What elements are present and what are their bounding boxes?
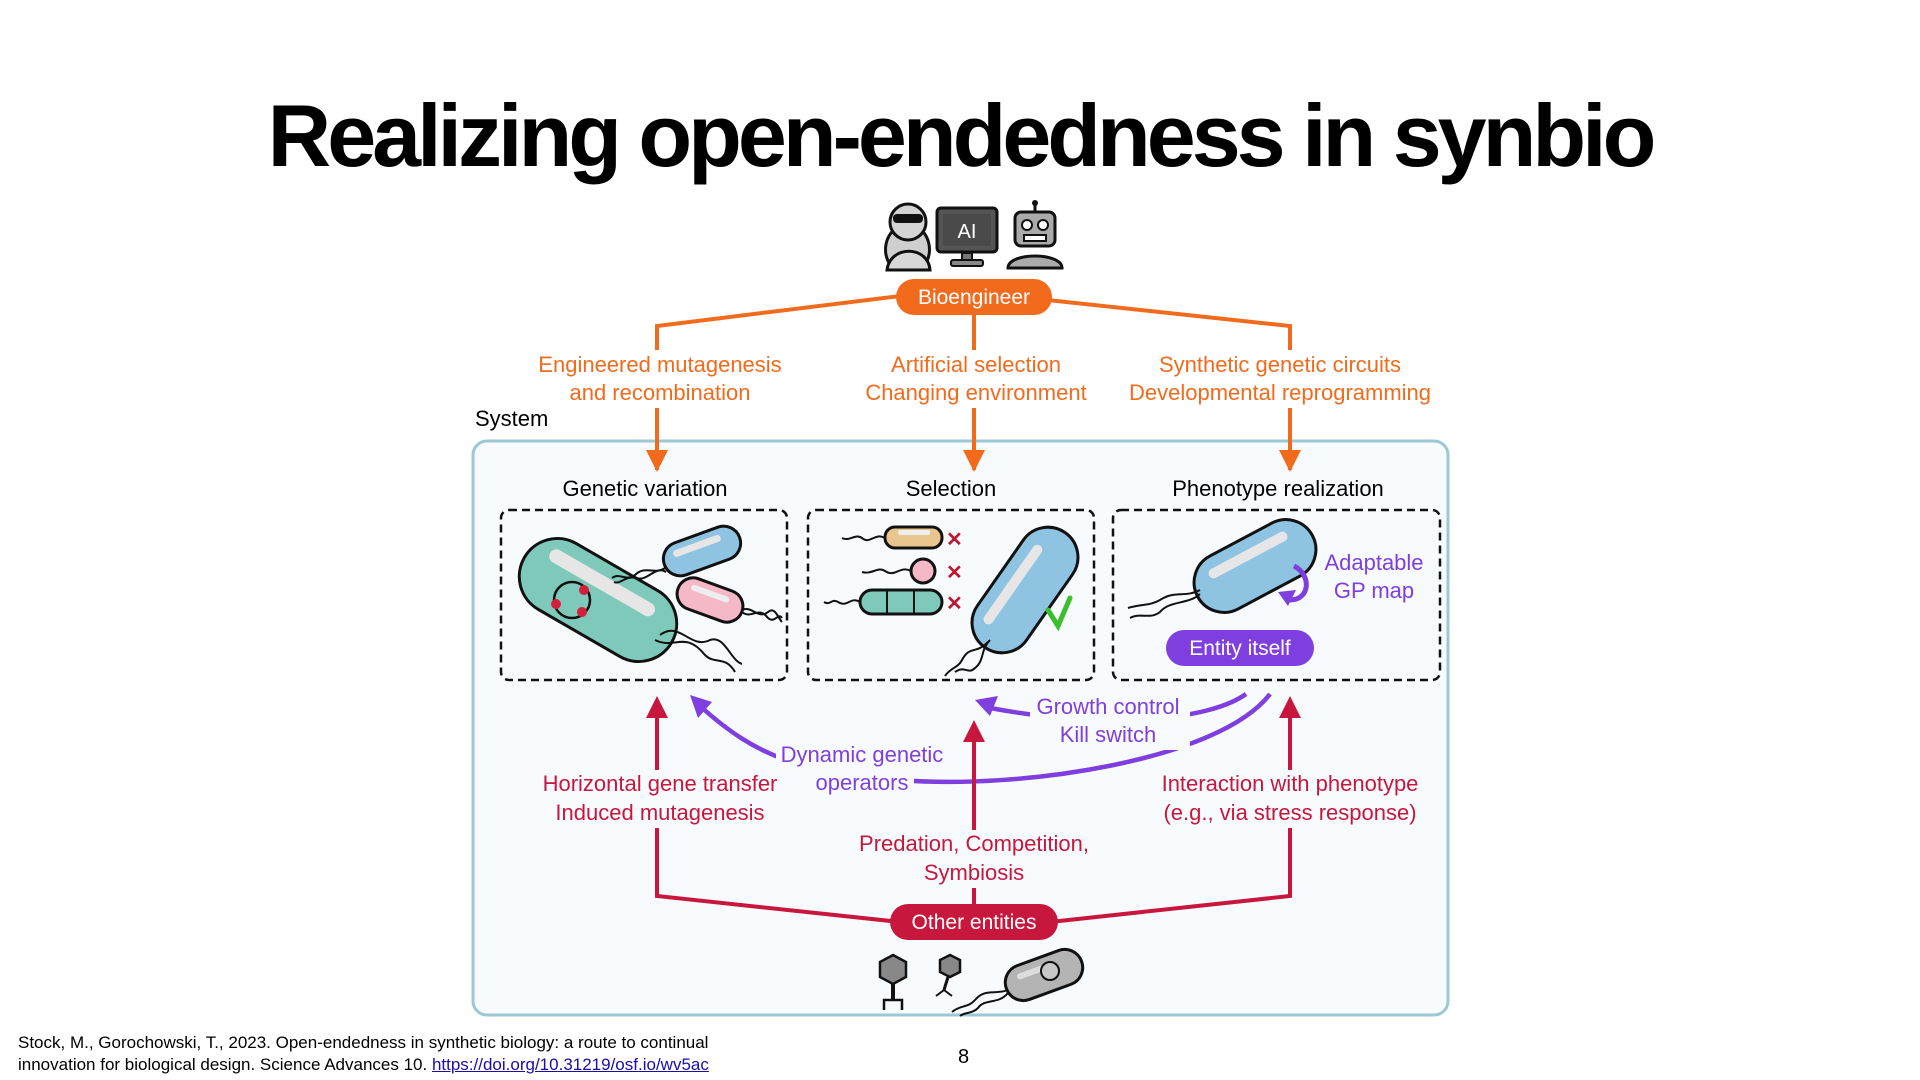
arrow-up-selection: [963, 720, 985, 742]
stage-label-genetic-variation: Genetic variation: [562, 476, 727, 501]
other-influence-2: Predation, Competition, Symbiosis: [859, 831, 1089, 885]
arrow-to-phenotype: [1279, 450, 1301, 472]
svg-text:Symbiosis: Symbiosis: [924, 860, 1024, 885]
doi-link[interactable]: https://doi.org/10.31219/osf.io/wv5ac: [431, 1055, 709, 1074]
other-entities-label: Other entities: [912, 911, 1037, 934]
svg-text:and recombination: and recombination: [569, 380, 750, 405]
ai-monitor-label: AI: [958, 221, 977, 243]
entity-itself-label: Entity itself: [1189, 637, 1291, 660]
svg-text:Synthetic genetic circuits: Synthetic genetic circuits: [1159, 352, 1401, 377]
person-goggles-icon: [884, 202, 932, 272]
svg-text:Predation, Competition,: Predation, Competition,: [859, 831, 1089, 856]
citation-line-2: innovation for biological design. Scienc…: [18, 1054, 709, 1076]
engineer-action-1: Engineered mutagenesis and recombination: [538, 352, 781, 405]
engineer-action-2: Artificial selection Changing environmen…: [865, 352, 1086, 405]
svg-text:Artificial selection: Artificial selection: [891, 352, 1061, 377]
bacterium-tan-rejected-icon: ✕: [841, 525, 963, 551]
svg-text:operators: operators: [816, 770, 909, 795]
robot-icon: [1006, 200, 1064, 270]
orange-arrowheads: [646, 450, 1301, 472]
phenotype-box: [1111, 508, 1442, 682]
svg-text:Developmental reprogramming: Developmental reprogramming: [1129, 380, 1431, 405]
selection-box: [806, 508, 1096, 682]
svg-text:Dynamic genetic: Dynamic genetic: [781, 742, 944, 767]
reject-x-icon: ✕: [946, 562, 963, 584]
citation-line-2-text: innovation for biological design. Scienc…: [18, 1055, 428, 1074]
bacterium-blue-small-icon: [611, 524, 743, 584]
svg-text:Induced mutagenesis: Induced mutagenesis: [555, 800, 764, 825]
genetic-variation-box: [499, 508, 789, 682]
slide-title: Realizing open-endedness in synbio: [267, 86, 1657, 185]
adaptable-gp-map-cycle-icon: [1278, 563, 1309, 606]
other-entities-pill: Other entities: [890, 904, 1058, 940]
svg-text:Kill switch: Kill switch: [1060, 722, 1157, 747]
entity-itself-pill: Entity itself: [1166, 630, 1314, 666]
svg-text:Growth control: Growth control: [1036, 694, 1179, 719]
stage-label-phenotype-realization: Phenotype realization: [1172, 476, 1384, 501]
check-icon: [1045, 595, 1073, 632]
other-influence-3: Interaction with phenotype (e.g., via st…: [1162, 771, 1419, 825]
svg-text:Engineered mutagenesis: Engineered mutagenesis: [538, 352, 781, 377]
dynamic-operators-arrow: [690, 692, 1272, 785]
bacteriophage-small-icon: [935, 953, 962, 997]
bacteriophage-icon: [878, 953, 908, 1010]
svg-text:Adaptable: Adaptable: [1324, 550, 1423, 575]
bioengineer-pill: Bioengineer: [896, 279, 1052, 315]
bacterium-pink-icon: [675, 576, 783, 624]
bacterium-gray-icon: [951, 947, 1085, 1017]
citation-line-1: Stock, M., Gorochowski, T., 2023. Open-e…: [18, 1033, 709, 1052]
svg-text:GP map: GP map: [1334, 578, 1414, 603]
bacterium-blue-selected-icon: [944, 525, 1080, 677]
reject-x-icon: ✕: [946, 529, 963, 551]
arrow-up-phenotype: [1279, 696, 1301, 718]
bacterium-pink-round-rejected-icon: ✕: [861, 557, 963, 585]
stage-label-selection: Selection: [906, 476, 997, 501]
svg-text:Interaction with phenotype: Interaction with phenotype: [1162, 771, 1419, 796]
bacterium-chain-rejected-icon: ✕: [823, 588, 963, 616]
page-number: 8: [958, 1046, 970, 1068]
arrow-to-genetic-variation: [646, 450, 668, 472]
svg-text:(e.g., via stress response): (e.g., via stress response): [1163, 800, 1416, 825]
svg-text:Changing environment: Changing environment: [865, 380, 1086, 405]
arrow-up-genetic-variation: [646, 696, 668, 718]
bacterium-teal-plasmid-icon: [517, 537, 743, 673]
dynamic-operators-label: Dynamic genetic operators: [781, 742, 944, 795]
svg-text:Horizontal gene transfer: Horizontal gene transfer: [543, 771, 778, 796]
engineer-action-3: Synthetic genetic circuits Developmental…: [1129, 352, 1431, 405]
ai-monitor-icon: AI: [935, 206, 999, 267]
arrow-to-selection: [963, 450, 985, 472]
adaptable-gp-map-label: Adaptable GP map: [1324, 550, 1423, 603]
red-arrowheads: [646, 696, 1301, 742]
citation: Stock, M., Gorochowski, T., 2023. Open-e…: [18, 1032, 709, 1076]
system-label: System: [475, 406, 548, 431]
growth-control-label: Growth control Kill switch: [1036, 694, 1179, 747]
reject-x-icon: ✕: [946, 593, 963, 615]
other-influence-1: Horizontal gene transfer Induced mutagen…: [543, 771, 778, 825]
bioengineer-label: Bioengineer: [918, 286, 1030, 309]
bacterium-blue-phenotype-icon: [1127, 518, 1318, 619]
